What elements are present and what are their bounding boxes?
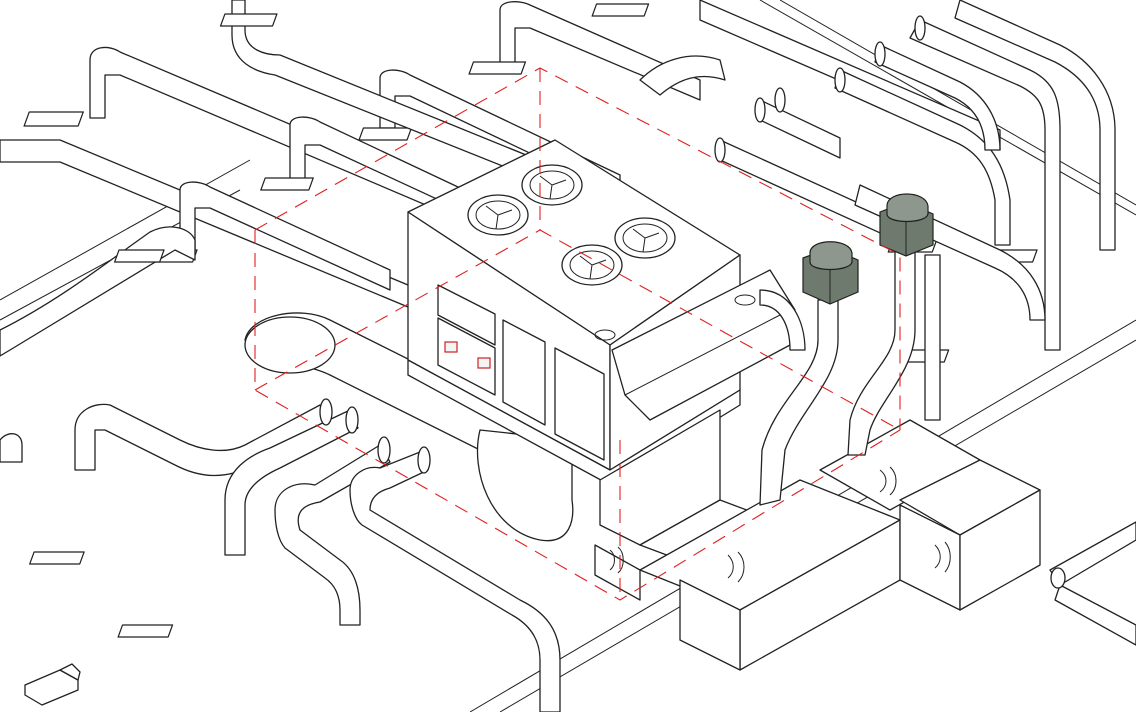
pipe-run-lower-left xyxy=(0,398,561,712)
fan-icon xyxy=(561,244,623,286)
main-supply-duct xyxy=(244,312,574,542)
fan-icon xyxy=(467,194,529,236)
duct-transitions xyxy=(594,409,1041,671)
exhaust-risers xyxy=(759,249,941,506)
exhaust-vent[interactable] xyxy=(802,241,859,305)
fan-icon xyxy=(614,217,676,259)
equipment-clearance-boundary xyxy=(254,67,901,601)
pipe-run-lower-right xyxy=(1049,521,1136,646)
condenser-fans xyxy=(467,164,676,286)
exhaust-vent[interactable] xyxy=(879,193,934,257)
fan-icon xyxy=(521,164,583,206)
small-equipment-icon xyxy=(24,663,81,706)
